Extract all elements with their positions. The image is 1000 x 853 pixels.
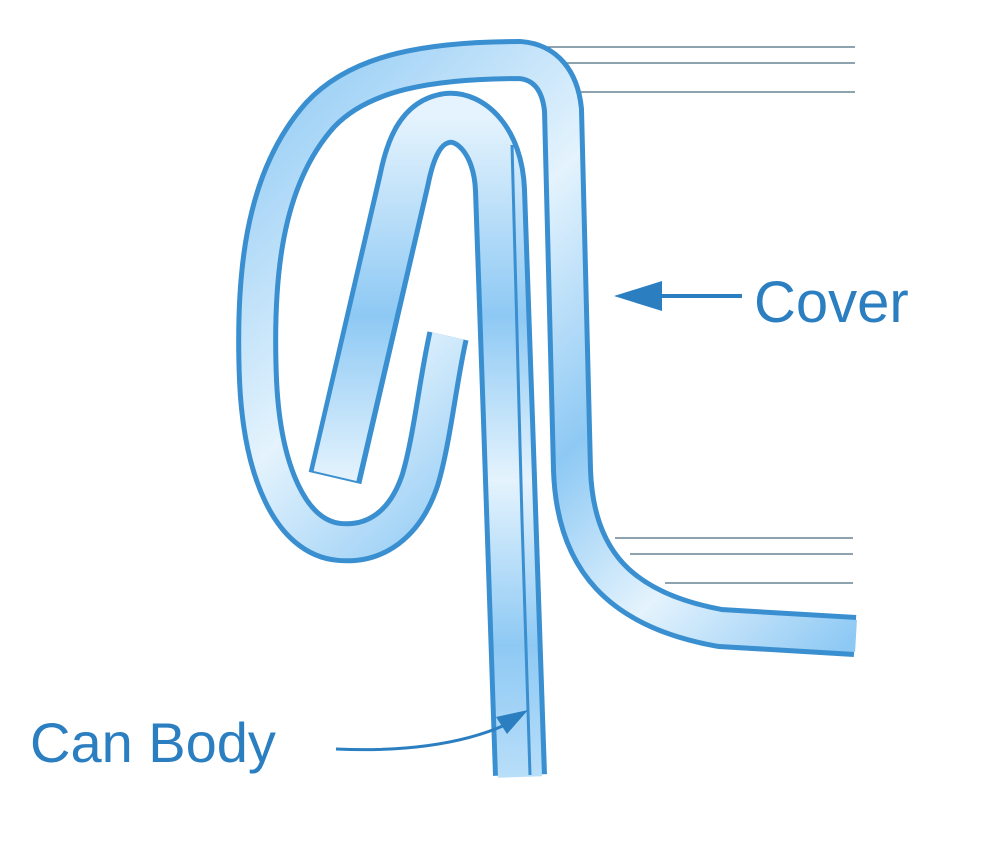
top-guide-lines [520,46,855,93]
can-body-callout: Can Body [30,710,528,774]
cover-curl [236,39,857,657]
can-body-arrow-line [335,723,506,752]
arrow-left-icon [614,281,662,311]
cover-callout: Cover [614,270,909,335]
can-body-label: Can Body [30,711,276,774]
arrow-right-icon [496,710,528,734]
bottom-guide-lines [615,537,853,584]
can-body-wall [308,90,547,778]
cover-label: Cover [754,270,909,335]
